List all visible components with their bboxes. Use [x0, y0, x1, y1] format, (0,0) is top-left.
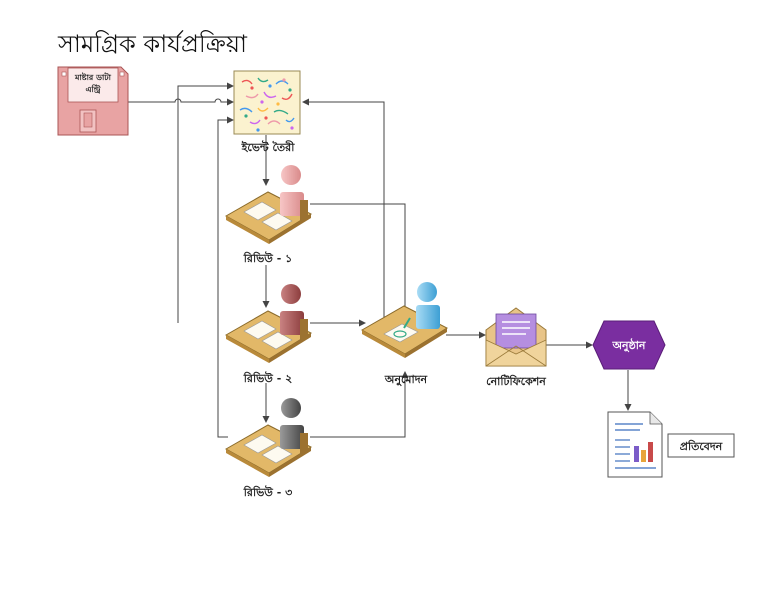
review-3-label: রিভিউ - ৩ [243, 485, 293, 499]
connector-master-to-event [128, 98, 234, 106]
notification-label: নোটিফিকেশন [486, 374, 546, 388]
master-data-label: মাষ্টার ডাটাএন্ট্রি [74, 71, 112, 94]
confetti-icon [233, 70, 301, 135]
connector-approval-to-event [302, 98, 385, 318]
approval-node: অনুমোদন [360, 282, 449, 387]
master-data-node: মাষ্টার ডাটাএন্ট্রি [57, 66, 129, 136]
connector-review2-to-event [177, 82, 234, 323]
ceremony-hexagon-shape [592, 320, 666, 370]
notification-node: নোটিফিকেশন [485, 307, 547, 388]
envelope-icon [485, 307, 547, 367]
reviewer-desk-icon [224, 398, 313, 477]
report-node: প্রতিবেদন [607, 411, 735, 478]
review-1-node: রিভিউ - ১ [224, 165, 313, 265]
ceremony-node: অনুষ্ঠান [592, 320, 666, 370]
connector-review3-to-approval [310, 371, 409, 438]
diagram-title: সামগ্রিক কার্যপ্রক্রিয়া [58, 30, 247, 58]
approval-label: অনুমোদন [384, 373, 428, 387]
ceremony-label: অনুষ্ঠান [611, 338, 645, 353]
review-2-node: রিভিউ - ২ [224, 284, 313, 385]
report-label-box [667, 433, 735, 458]
connector-review1-to-approval [310, 203, 409, 316]
connectors [128, 82, 632, 438]
event-creation-label: ইভেন্ট তৈরী [241, 140, 296, 154]
report-document-icon [607, 411, 663, 478]
reviewer-desk-icon [224, 284, 313, 363]
approver-desk-icon [360, 282, 449, 358]
connector-review3-to-event [217, 120, 228, 438]
review-3-node: রিভিউ - ৩ [224, 398, 313, 499]
review-2-label: রিভিউ - ২ [243, 371, 293, 385]
event-creation-node: ইভেন্ট তৈরী [233, 70, 301, 154]
connector-review1-to-event [217, 116, 234, 205]
review-1-label: রিভিউ - ১ [243, 251, 292, 265]
reviewer-desk-icon [224, 165, 313, 244]
report-label: প্রতিবেদন [680, 439, 723, 453]
